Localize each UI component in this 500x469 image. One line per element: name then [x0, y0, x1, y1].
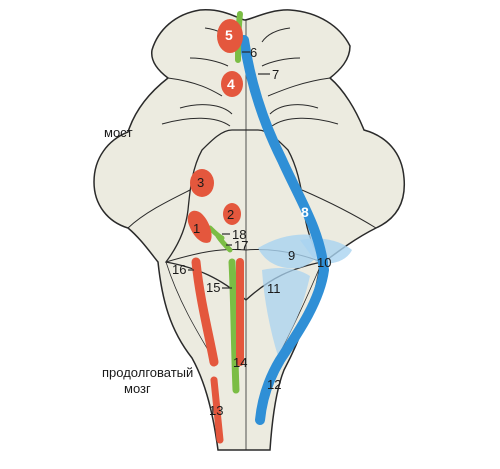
number-13: 13: [209, 403, 224, 418]
peduncle-contour: [301, 189, 377, 229]
nucleus-3: [190, 169, 214, 197]
nucleus-2: [223, 203, 241, 225]
pons-groove: [189, 57, 229, 67]
number-7: 7: [272, 67, 280, 82]
pons-groove: [267, 77, 331, 97]
pons-groove: [179, 104, 233, 115]
nucleus-band-15: [228, 258, 240, 394]
nucleus-region-10: [300, 238, 352, 264]
number-11: 11: [267, 281, 281, 296]
number-4: 4: [227, 76, 235, 92]
nucleus-4: [221, 71, 243, 97]
number-12: 12: [267, 377, 282, 392]
number-3: 3: [197, 175, 205, 190]
nucleus-region-11: [262, 268, 310, 356]
label-medulla-line2: мозг: [124, 381, 151, 396]
nucleus-5: [217, 19, 243, 53]
pons-groove: [269, 104, 319, 115]
pons-groove: [261, 57, 301, 67]
number-2: 2: [227, 207, 235, 222]
nucleus-13: [210, 376, 224, 444]
number-10: 10: [317, 255, 332, 270]
number-5: 5: [225, 27, 233, 43]
number-16: 16: [172, 262, 187, 277]
number-1: 1: [193, 221, 201, 236]
number-18: 18: [232, 227, 247, 242]
pons-groove: [167, 77, 223, 97]
nucleus-1: [187, 210, 212, 243]
label-pons: мост: [104, 125, 133, 140]
label-medulla-line1: продолговатый: [102, 365, 194, 380]
brainstem-outline: [93, 9, 406, 451]
pons-groove: [261, 27, 291, 43]
nucleus-16: [191, 257, 219, 367]
number-14: 14: [233, 355, 248, 370]
number-9: 9: [288, 248, 296, 263]
number-6: 6: [250, 45, 258, 60]
number-17: 17: [234, 238, 249, 253]
peduncle-contour: [127, 189, 191, 229]
sensory-tract-8: [239, 35, 330, 425]
number-8: 8: [301, 204, 309, 220]
pons-groove: [161, 117, 231, 127]
pons-groove: [271, 117, 339, 127]
nucleus-band-18: [207, 225, 225, 241]
number-15: 15: [206, 280, 221, 295]
rhomboid-fossa: [164, 129, 324, 301]
